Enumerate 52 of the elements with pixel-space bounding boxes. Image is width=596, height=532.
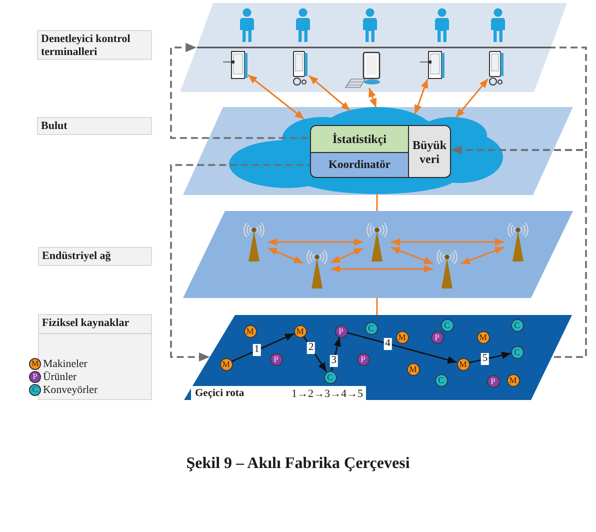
legend-swatch: M [29,358,41,370]
edge-label: 3 [330,354,338,367]
module-box: İstatistikçi [310,125,409,153]
layer-label: Denetleyici kontrol terminalleri [37,30,152,60]
legend-swatch: C [29,384,41,396]
dashed-arrow [451,145,587,358]
arrow [368,88,377,108]
edge-label: 2 [306,342,316,354]
arrow [308,75,350,112]
layer-plane [180,47,551,92]
legend-label: Ürünler [43,370,77,384]
edge-label: 4 [384,338,392,350]
arrow [460,246,504,264]
arrow [248,74,304,120]
arrow [390,246,434,264]
module-box: Büyük veri [408,125,451,178]
arrow [268,247,304,264]
arrow [303,336,327,372]
edge-label: 1 [252,344,261,356]
note-title: Geçici rota [195,388,244,400]
arrow [330,248,364,264]
arrow [469,352,511,364]
arrow [331,265,433,273]
dashed-arrow [170,42,310,139]
tablet-icon [223,51,248,79]
arrow [268,238,363,246]
layer-label: Endüstriyel ağ [38,247,152,266]
connector-line [376,298,378,315]
figure-caption: Şekil 9 – Akılı Fabrika Çerçevesi [186,455,410,473]
tablet-icon [420,51,445,79]
layer-label: Bulut [37,117,152,135]
layer-plane [184,315,572,400]
legend-label: Konveyörler [43,384,98,396]
legend-swatch: P [29,371,41,383]
arrow [414,78,428,114]
arrow [455,78,489,118]
layer-plane [183,211,573,298]
layer-plane [197,3,567,47]
tablet-keyboard-icon [345,52,381,88]
edge-label: 5 [480,353,490,366]
route-sequence: 1→2→3→4→5 [292,388,363,400]
route-note-box [191,386,366,401]
module-box: Koordinatör [310,152,409,178]
handheld-device-icon [292,51,309,86]
arrow [232,333,294,362]
handheld-device-icon [488,51,505,86]
legend-label: Makineler [43,358,88,370]
arrow [391,238,504,246]
dashed-arrow [170,164,310,362]
layer-plane [183,107,573,195]
arrow [347,332,457,364]
connector-line [376,194,378,211]
